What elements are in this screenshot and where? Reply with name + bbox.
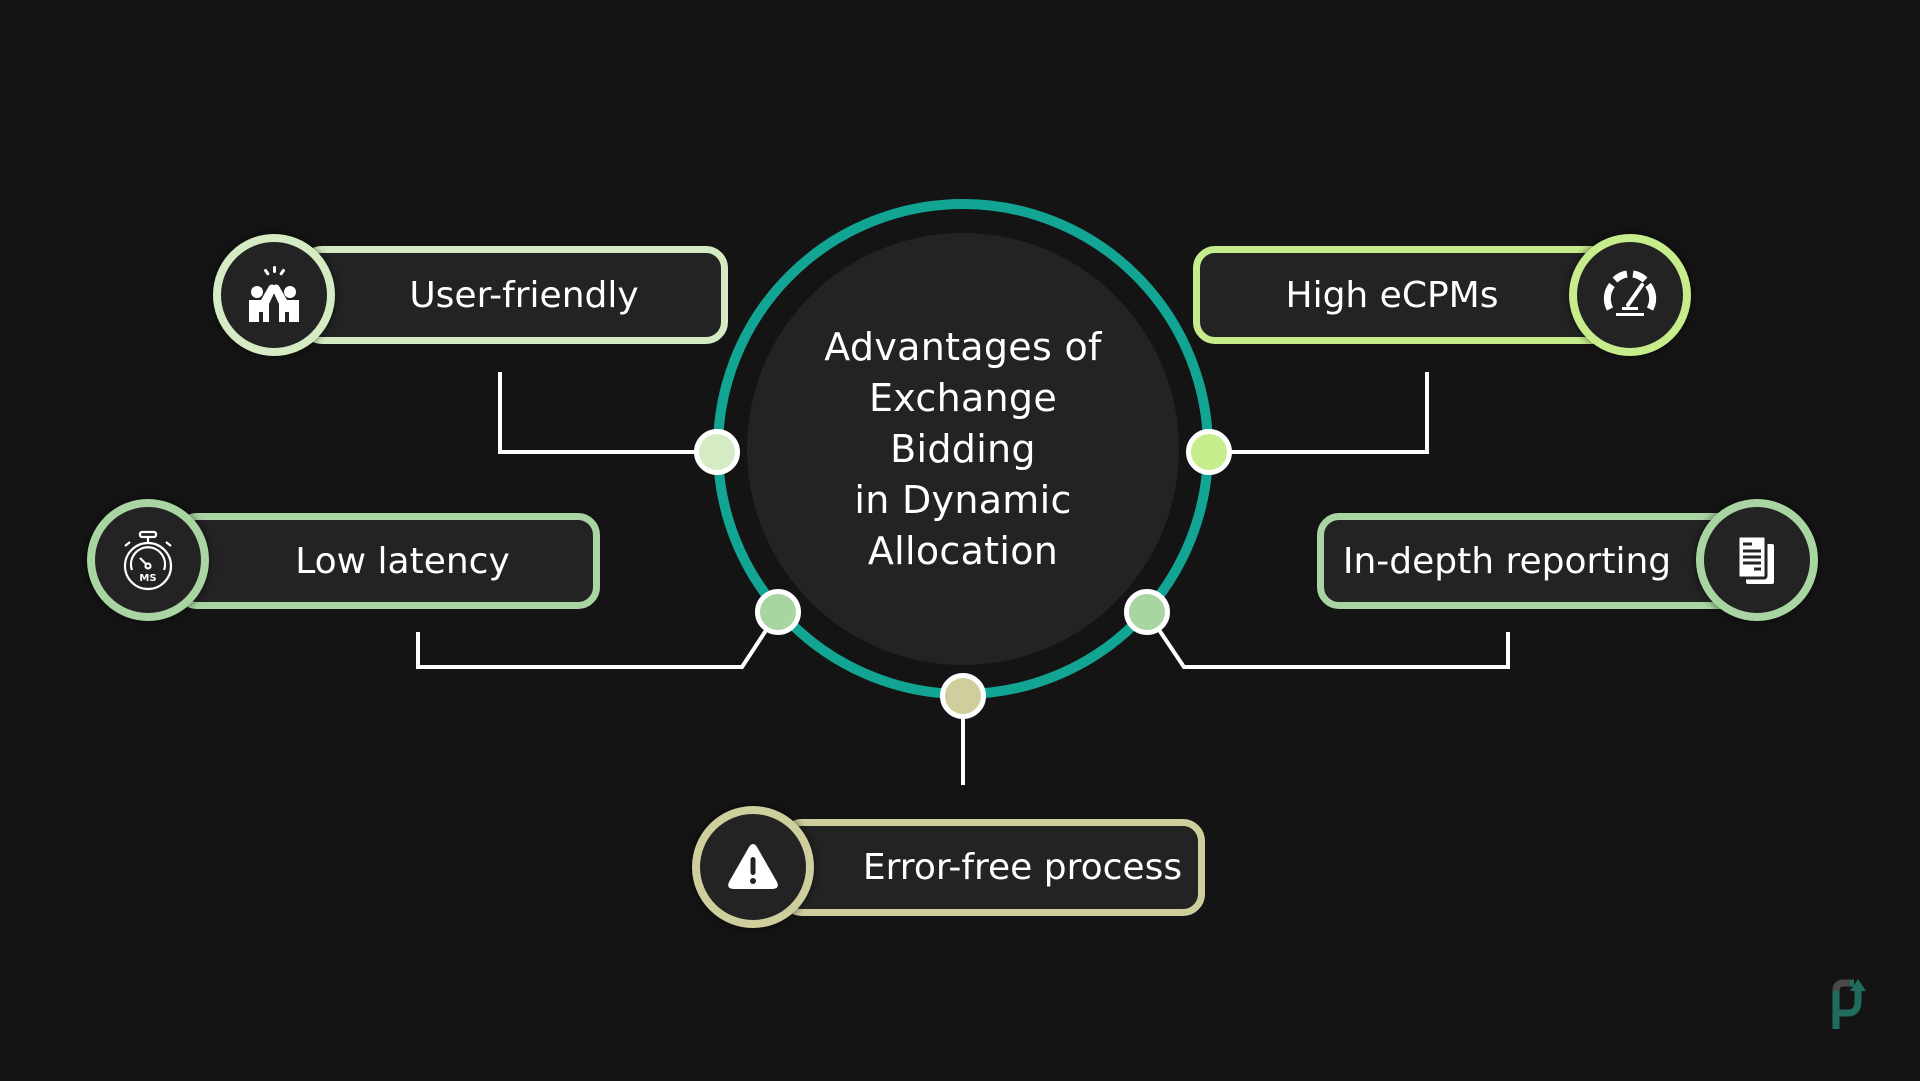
stopwatch-ms-icon: MS — [123, 530, 173, 591]
node-low-latency — [755, 589, 801, 635]
warning-icon — [728, 844, 778, 889]
item-user-friendly: User-friendly — [300, 246, 728, 344]
connector-user-friendly — [498, 372, 717, 454]
item-label: User-friendly — [409, 274, 639, 316]
node-user-friendly — [694, 429, 740, 475]
badge-high-ecpms — [1569, 234, 1691, 356]
node-in-depth-reporting — [1124, 589, 1170, 635]
item-low-latency: Low latency — [175, 513, 600, 609]
high-five-icon — [249, 266, 299, 322]
center-circle: Advantages of Exchange Bidding in Dynami… — [747, 233, 1179, 665]
node-high-ecpms — [1186, 429, 1232, 475]
report-documents-icon — [1736, 534, 1774, 584]
item-label: In-depth reporting — [1342, 540, 1672, 582]
item-label: Low latency — [295, 540, 510, 582]
badge-in-depth-reporting — [1696, 499, 1818, 621]
svg-text:MS: MS — [139, 573, 156, 584]
node-error-free — [940, 673, 986, 719]
item-label: High eCPMs — [1285, 274, 1499, 316]
connector-low-latency — [416, 610, 780, 669]
item-label: Error-free process — [862, 847, 1183, 888]
connector-high-ecpms — [1209, 372, 1429, 454]
item-high-ecpms: High eCPMs — [1193, 246, 1631, 344]
brand-logo-icon — [1828, 975, 1872, 1037]
badge-user-friendly — [213, 234, 335, 356]
center-title: Advantages of Exchange Bidding in Dynami… — [824, 324, 1102, 573]
speedometer-icon — [1603, 270, 1657, 316]
badge-error-free-process — [692, 806, 814, 928]
badge-low-latency: MS — [87, 499, 209, 621]
connector-in-depth-reporting — [1145, 610, 1510, 669]
item-error-free-process: Error-free process — [780, 819, 1205, 916]
item-in-depth-reporting: In-depth reporting — [1317, 513, 1757, 609]
